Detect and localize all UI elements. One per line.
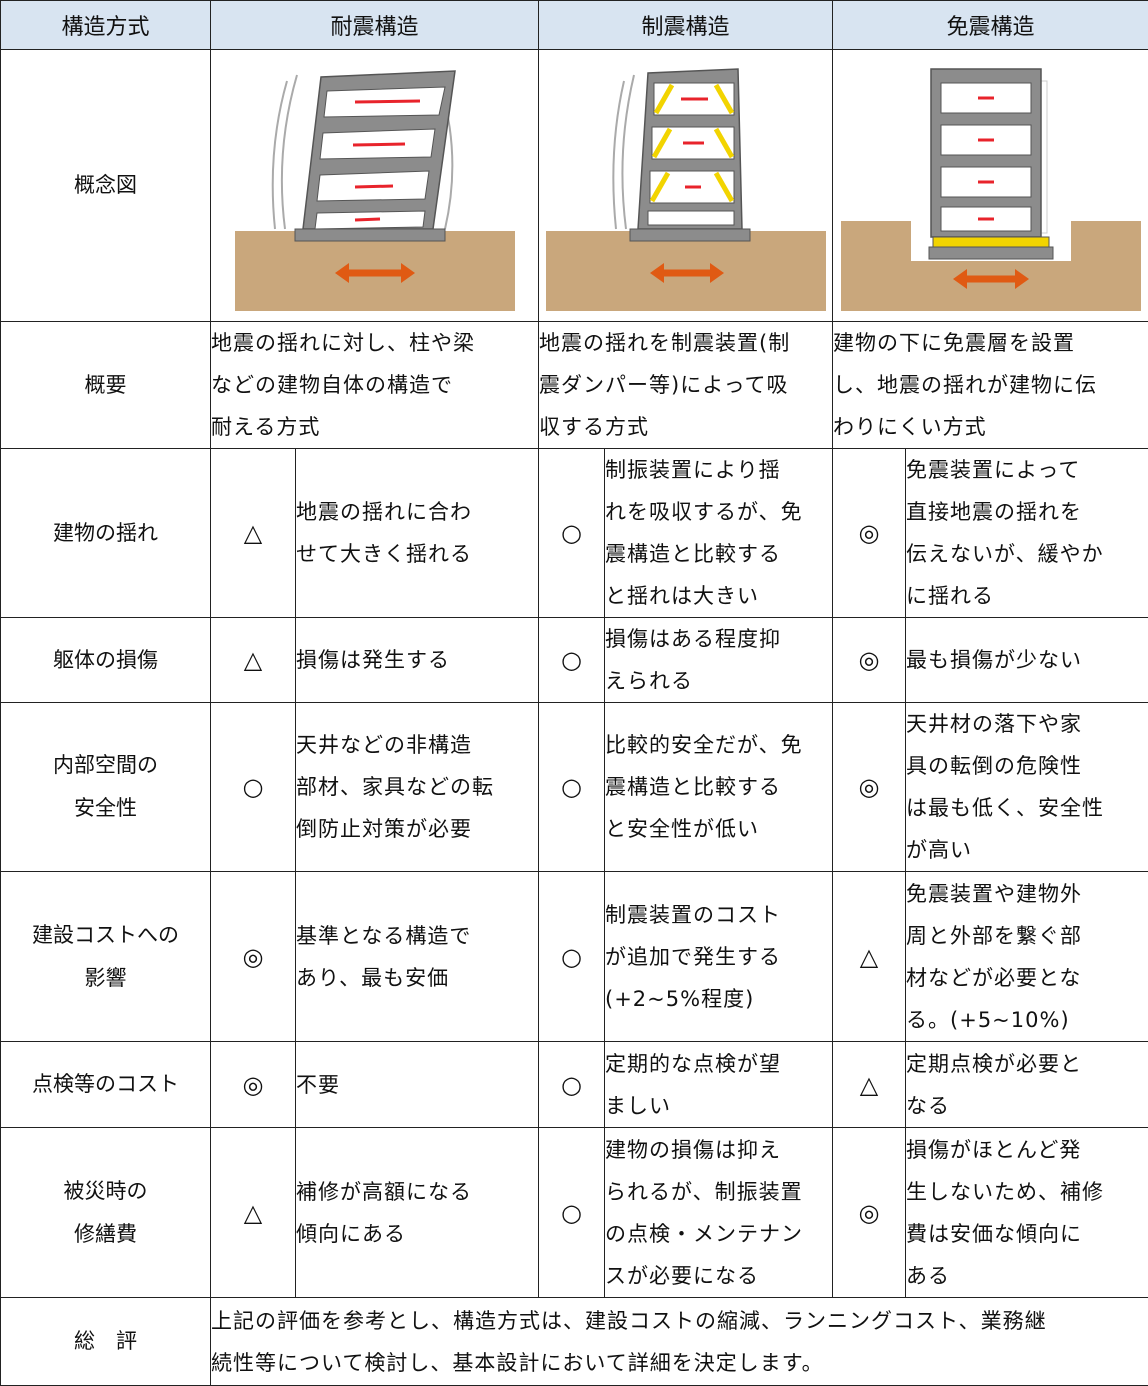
header-seishin: 制震構造 xyxy=(539,1,833,50)
table-row: 躯体の損傷 △ 損傷は発生する ○ 損傷はある程度抑 えられる ◎ 最も損傷が少… xyxy=(1,618,1148,703)
rating-text: 定期点検が必要と なる xyxy=(906,1042,1148,1128)
rating-text: 定期的な点検が望 ましい xyxy=(605,1042,833,1128)
rating-text: 損傷がほとんど発 生しないため、補修 費は安価な傾向に ある xyxy=(906,1128,1148,1298)
header-row: 構造方式 耐震構造 制震構造 免震構造 xyxy=(1,1,1148,50)
isolator-layer-icon xyxy=(933,237,1049,247)
rating-text: 損傷は発生する xyxy=(296,618,539,703)
rating-mark: ○ xyxy=(539,703,605,872)
rating-mark: △ xyxy=(211,618,296,703)
rating-mark: △ xyxy=(211,1128,296,1298)
row-label: 建設コストへの 影響 xyxy=(1,872,211,1042)
concept-row: 概念図 xyxy=(1,50,1148,322)
row-label: 内部空間の 安全性 xyxy=(1,703,211,872)
header-structure-method: 構造方式 xyxy=(1,1,211,50)
sway-arrow-icon xyxy=(353,144,405,145)
rating-text: 損傷はある程度抑 えられる xyxy=(605,618,833,703)
seishin-diagram xyxy=(546,61,826,311)
taishin-diagram-cell xyxy=(211,50,539,322)
rating-mark: ◎ xyxy=(211,872,296,1042)
row-label: 躯体の損傷 xyxy=(1,618,211,703)
concept-label: 概念図 xyxy=(1,50,211,322)
foundation xyxy=(929,247,1053,259)
foundation xyxy=(630,229,750,241)
sway-arrow-icon xyxy=(355,219,380,220)
rating-text: 天井材の落下や家 具の転倒の危険性 は最も低く、安全性 が高い xyxy=(906,703,1148,872)
menshin-diagram xyxy=(841,61,1141,311)
rating-text: 建物の損傷は抑え られるが、制振装置 の点検・メンテナン スが必要になる xyxy=(605,1128,833,1298)
rating-text: 最も損傷が少ない xyxy=(906,618,1148,703)
window xyxy=(648,211,734,225)
overview-taishin: 地震の揺れに対し、柱や梁 などの建物自体の構造で 耐える方式 xyxy=(211,322,539,449)
rating-mark: ○ xyxy=(211,703,296,872)
rating-text: 不要 xyxy=(296,1042,539,1128)
overview-seishin: 地震の揺れを制震装置(制 震ダンパー等)によって吸 収する方式 xyxy=(539,322,833,449)
taishin-diagram xyxy=(235,61,515,311)
menshin-diagram-cell xyxy=(833,50,1148,322)
rating-mark: ◎ xyxy=(833,1128,906,1298)
sway-line xyxy=(622,75,634,229)
header-taishin: 耐震構造 xyxy=(211,1,539,50)
rating-mark: ○ xyxy=(539,1128,605,1298)
sway-line xyxy=(281,75,296,229)
rating-text: 免震装置によって 直接地震の揺れを 伝えないが、緩やか に揺れる xyxy=(906,449,1148,618)
sway-arrow-icon xyxy=(355,186,393,187)
sway-arrow-icon xyxy=(355,101,420,102)
table-row: 内部空間の 安全性 ○ 天井などの非構造 部材、家具などの転 倒防止対策が必要 … xyxy=(1,703,1148,872)
rating-text: 制震装置のコスト が追加で発生する (+2~5%程度) xyxy=(605,872,833,1042)
rating-mark: ◎ xyxy=(833,449,906,618)
overview-label: 概要 xyxy=(1,322,211,449)
rating-mark: △ xyxy=(833,872,906,1042)
row-label: 建物の揺れ xyxy=(1,449,211,618)
rating-text: 地震の揺れに合わ せて大きく揺れる xyxy=(296,449,539,618)
summary-label: 総 評 xyxy=(1,1298,211,1386)
header-menshin: 免震構造 xyxy=(833,1,1148,50)
rating-mark: ○ xyxy=(539,618,605,703)
overview-menshin: 建物の下に免震層を設置 し、地震の揺れが建物に伝 わりにくい方式 xyxy=(833,322,1148,449)
table-row: 建設コストへの 影響 ◎ 基準となる構造で あり、最も安価 ○ 制震装置のコスト… xyxy=(1,872,1148,1042)
row-label: 被災時の 修繕費 xyxy=(1,1128,211,1298)
rating-mark: △ xyxy=(833,1042,906,1128)
summary-row: 総 評 上記の評価を参考とし、構造方式は、建設コストの縮減、ランニングコスト、業… xyxy=(1,1298,1148,1386)
rating-mark: △ xyxy=(211,449,296,618)
rating-text: 基準となる構造で あり、最も安価 xyxy=(296,872,539,1042)
rating-mark: ◎ xyxy=(211,1042,296,1128)
rating-mark: ○ xyxy=(539,872,605,1042)
rating-text: 天井などの非構造 部材、家具などの転 倒防止対策が必要 xyxy=(296,703,539,872)
rating-text: 免震装置や建物外 周と外部を繋ぐ部 材などが必要とな る。(+5~10%) xyxy=(906,872,1148,1042)
foundation xyxy=(295,229,445,241)
table-row: 建物の揺れ △ 地震の揺れに合わ せて大きく揺れる ○ 制振装置により揺 れを吸… xyxy=(1,449,1148,618)
overview-row: 概要 地震の揺れに対し、柱や梁 などの建物自体の構造で 耐える方式 地震の揺れを… xyxy=(1,322,1148,449)
rating-mark: ◎ xyxy=(833,703,906,872)
rating-mark: ○ xyxy=(539,449,605,618)
rating-text: 補修が高額になる 傾向にある xyxy=(296,1128,539,1298)
table-row: 被災時の 修繕費 △ 補修が高額になる 傾向にある ○ 建物の損傷は抑え られる… xyxy=(1,1128,1148,1298)
summary-text: 上記の評価を参考とし、構造方式は、建設コストの縮減、ランニングコスト、業務継 続… xyxy=(211,1298,1148,1386)
sway-line xyxy=(272,81,286,229)
table-row: 点検等のコスト ◎ 不要 ○ 定期的な点検が望 ましい △ 定期点検が必要と な… xyxy=(1,1042,1148,1128)
rating-mark: ◎ xyxy=(833,618,906,703)
rating-text: 比較的安全だが、免 震構造と比較する と安全性が低い xyxy=(605,703,833,872)
row-label: 点検等のコスト xyxy=(1,1042,211,1128)
rating-mark: ○ xyxy=(539,1042,605,1128)
seishin-diagram-cell xyxy=(539,50,833,322)
rating-text: 制振装置により揺 れを吸収するが、免 震構造と比較する と揺れは大きい xyxy=(605,449,833,618)
